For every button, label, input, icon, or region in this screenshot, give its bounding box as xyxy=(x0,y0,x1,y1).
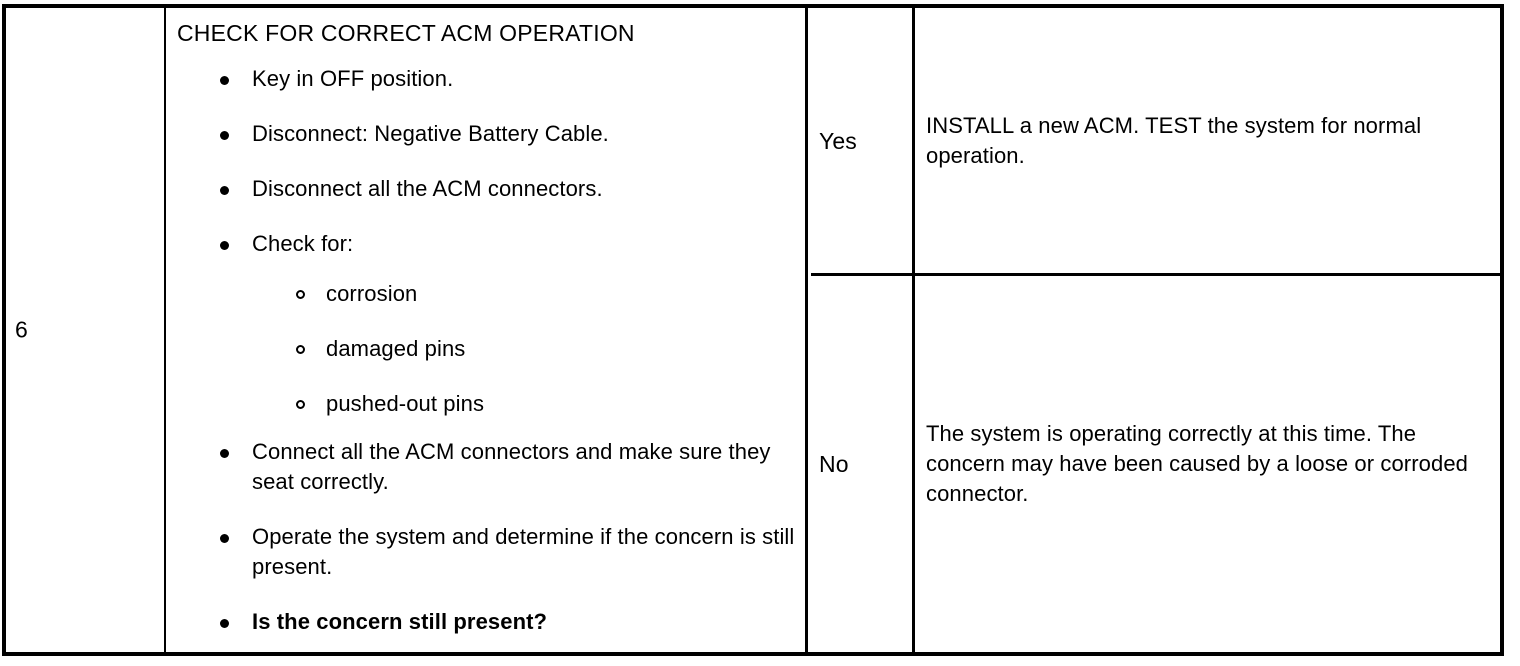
outcome-text-yes: INSTALL a new ACM. TEST the system for n… xyxy=(926,112,1422,168)
list-item: Disconnect all the ACM connectors. xyxy=(168,174,805,204)
action-title: CHECK FOR CORRECT ACM OPERATION xyxy=(177,20,635,46)
hollow-bullet-icon xyxy=(296,290,305,299)
step-number: 6 xyxy=(15,316,28,343)
outcome-cell-yes: INSTALL a new ACM. TEST the system for n… xyxy=(915,8,1500,276)
bullet-dot-icon xyxy=(220,186,229,195)
sub-list-item: pushed-out pins xyxy=(252,389,802,419)
bullet-text: Connect all the ACM connectors and make … xyxy=(252,439,771,494)
check-for-sub-list: corrosion damaged pins pushed-out pins xyxy=(252,279,802,419)
sub-bullet-text: corrosion xyxy=(326,281,418,306)
bullet-dot-icon xyxy=(220,241,229,250)
result-cell-inner: No xyxy=(811,276,912,652)
action-column: CHECK FOR CORRECT ACM OPERATION Key in O… xyxy=(168,8,808,652)
result-cell-no: No xyxy=(811,276,912,652)
result-cell-yes: Yes xyxy=(811,8,912,276)
outcome-cell-no: The system is operating correctly at thi… xyxy=(915,276,1500,652)
bullet-dot-icon xyxy=(220,534,229,543)
sub-list-item: corrosion xyxy=(252,279,802,309)
outcome-cell-inner: INSTALL a new ACM. TEST the system for n… xyxy=(915,8,1500,273)
bullet-dot-icon xyxy=(220,449,229,458)
sub-bullet-text: pushed-out pins xyxy=(326,391,485,416)
outcome-column: INSTALL a new ACM. TEST the system for n… xyxy=(915,8,1500,652)
pinpoint-test-table: 6 CHECK FOR CORRECT ACM OPERATION Key in… xyxy=(2,4,1504,656)
bullet-dot-icon xyxy=(220,619,229,628)
table-inner: 6 CHECK FOR CORRECT ACM OPERATION Key in… xyxy=(6,8,1500,652)
list-item: Disconnect: Negative Battery Cable. xyxy=(168,119,805,149)
outcome-cell-inner: The system is operating correctly at thi… xyxy=(915,276,1500,652)
hollow-bullet-icon xyxy=(296,400,305,409)
hollow-bullet-icon xyxy=(296,345,305,354)
bullet-text: Operate the system and determine if the … xyxy=(252,524,795,579)
bullet-dot-icon xyxy=(220,131,229,140)
action-bullet-list: Key in OFF position. Disconnect: Negativ… xyxy=(168,64,805,637)
list-item: Key in OFF position. xyxy=(168,64,805,94)
action-content: CHECK FOR CORRECT ACM OPERATION Key in O… xyxy=(168,8,805,637)
sub-bullet-text: damaged pins xyxy=(326,336,466,361)
bullet-text: Check for: xyxy=(252,231,354,256)
list-item-question: Is the concern still present? xyxy=(168,607,805,637)
result-label-no: No xyxy=(819,451,849,477)
bullet-text: Disconnect: Negative Battery Cable. xyxy=(252,121,609,146)
bullet-text: Key in OFF position. xyxy=(252,66,454,91)
bullet-text: Disconnect all the ACM connectors. xyxy=(252,176,603,201)
sub-list-item: damaged pins xyxy=(252,334,802,364)
list-item: Operate the system and determine if the … xyxy=(168,522,805,582)
outcome-text-no: The system is operating correctly at thi… xyxy=(926,421,1468,506)
list-item: Check for: corrosion damaged pins xyxy=(168,229,805,419)
step-number-column: 6 xyxy=(6,8,166,652)
result-column: Yes No xyxy=(811,8,915,652)
result-label-yes: Yes xyxy=(819,127,857,154)
bullet-dot-icon xyxy=(220,76,229,85)
bullet-text: Is the concern still present? xyxy=(252,609,548,634)
list-item: Connect all the ACM connectors and make … xyxy=(168,437,805,497)
result-cell-inner: Yes xyxy=(811,8,912,273)
